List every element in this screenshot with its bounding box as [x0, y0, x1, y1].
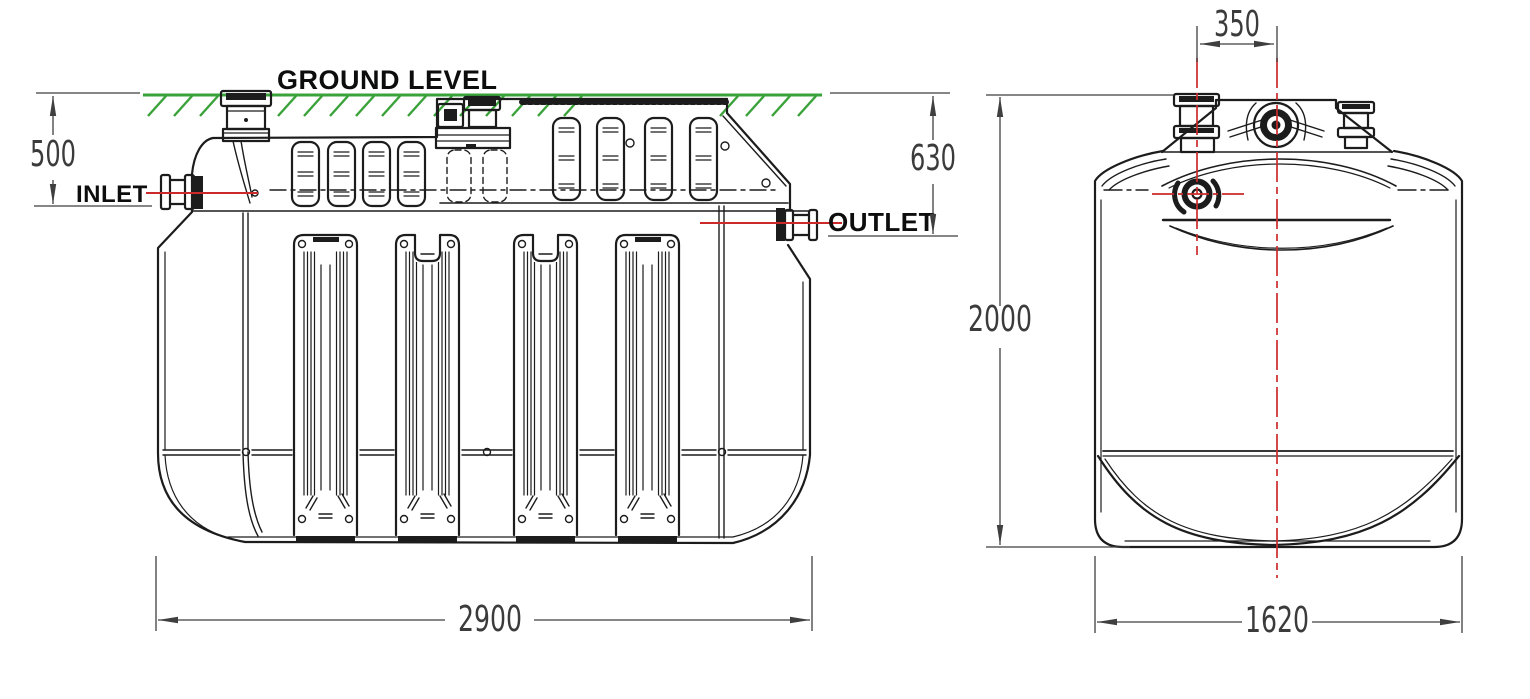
top-band-ribs — [290, 116, 771, 208]
dim-overall-length: 2900 — [155, 556, 813, 640]
outlet-label: OUTLET — [828, 207, 935, 237]
outlet-coupling-top — [1336, 100, 1376, 150]
bottom-saddle — [1096, 450, 1461, 547]
partition-walls — [242, 205, 725, 539]
outlet-pipe: OUTLET — [700, 207, 935, 242]
dim-overall-height: 2000 — [968, 94, 1174, 548]
end-dome-lens — [1103, 158, 1453, 251]
dim-500-text: 500 — [30, 134, 76, 175]
dim-depth-to-outlet: 630 — [828, 92, 958, 237]
end-view: 350 2000 1620 — [968, 4, 1464, 641]
vent-port — [1245, 101, 1307, 149]
dim-1620-text: 1620 — [1245, 600, 1309, 641]
mid-seam — [162, 447, 807, 457]
tank-end-outline — [1093, 149, 1464, 549]
side-view: GROUND LEVEL — [30, 65, 958, 640]
body-ribs — [294, 232, 679, 543]
dim-2900-text: 2900 — [458, 599, 522, 640]
inlet-label: INLET — [76, 181, 148, 208]
tank-side-outline — [156, 97, 812, 545]
dim-depth-to-inlet: 500 — [30, 92, 152, 207]
manhole-riser-center — [434, 95, 512, 203]
dim-350-text: 350 — [1214, 4, 1260, 45]
ground-level-label: GROUND LEVEL — [277, 65, 498, 95]
dim-port-offset: 350 — [1196, 4, 1278, 62]
manhole-riser-left — [219, 89, 273, 204]
centerlines — [1152, 58, 1278, 578]
dim-630-text: 630 — [910, 138, 956, 179]
dim-overall-width: 1620 — [1094, 556, 1463, 641]
ground-level: GROUND LEVEL — [143, 65, 822, 117]
dim-2000-text: 2000 — [968, 299, 1032, 340]
inlet-pipe: INLET — [76, 173, 258, 211]
